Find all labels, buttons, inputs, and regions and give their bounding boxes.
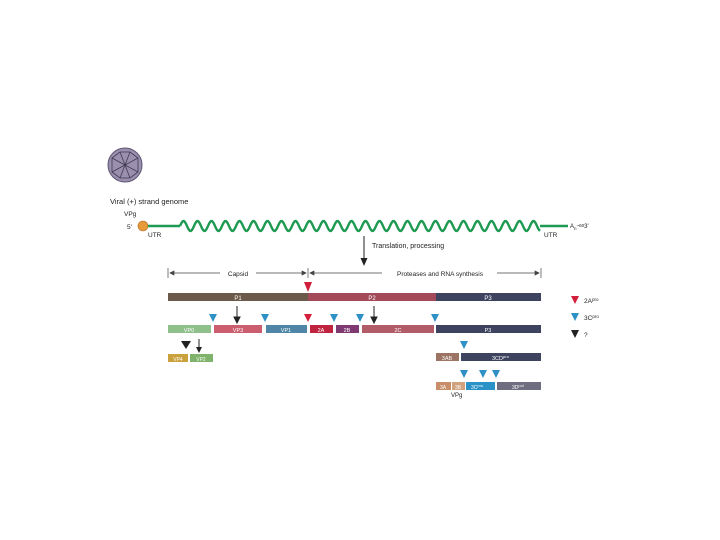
region-brackets	[168, 268, 541, 278]
3a-label: 3A	[440, 385, 447, 391]
p2-label: P2	[368, 296, 376, 302]
legend-3cpro-label: 3Cpro	[584, 314, 599, 322]
p1-label: P1	[234, 296, 242, 302]
utr-left-label: UTR	[148, 232, 162, 239]
2b-label: 2B	[344, 328, 351, 334]
2c-label: 2C	[394, 328, 401, 334]
poly-a-tail-label: An~603'	[570, 223, 589, 231]
legend-unknown-marker	[571, 330, 579, 338]
proteases-region-label: Proteases and RNA synthesis	[397, 271, 484, 278]
unknown-cleavage-marker-vp0	[181, 341, 191, 349]
3b-label: 3B	[455, 385, 462, 391]
legend-3cpro-marker	[571, 313, 579, 321]
cleavage-3cpro-marker-row4-a	[460, 370, 468, 378]
cleavage-3cpro-markers-row2	[209, 314, 439, 322]
utr-right-label: UTR	[544, 232, 558, 239]
capsid-region-label: Capsid	[228, 271, 249, 278]
vp0-label: VP0	[184, 328, 194, 334]
virion-icon	[108, 148, 142, 182]
vpg-product-label: VPg	[451, 393, 462, 399]
vp4-label: VP4	[173, 357, 183, 363]
cleavage-3cpro-marker-row4-b	[479, 370, 487, 378]
2a-label: 2A	[318, 328, 325, 334]
vp3-label: VP3	[233, 328, 243, 334]
genome-label: Viral (+) strand genome	[110, 197, 188, 206]
legend-2apro-marker	[571, 296, 579, 304]
cleavage-2apro-marker	[304, 282, 312, 292]
p3-label: P3	[484, 296, 492, 302]
rna-genome-wave	[180, 221, 540, 231]
cleavage-legend: 2Apro 3Cpro ?	[571, 296, 599, 339]
vpg-marker	[138, 221, 148, 231]
legend-unknown-label: ?	[584, 332, 588, 339]
vpg-label: VPg	[124, 211, 137, 218]
cleavage-2apro-marker-row2	[304, 314, 312, 322]
cleavage-3cpro-marker-row3	[460, 341, 468, 349]
cleavage-3cpro-marker-row4-c	[492, 370, 500, 378]
vp2-label: VP2	[196, 357, 206, 363]
five-prime-label: 5'	[127, 224, 132, 231]
3ab-label: 3AB	[442, 356, 453, 362]
legend-2apro-label: 2Apro	[584, 297, 599, 305]
p3-row2-label: P3	[485, 328, 492, 334]
vp1-label: VP1	[281, 328, 291, 334]
translation-label: Translation, processing	[372, 243, 444, 250]
